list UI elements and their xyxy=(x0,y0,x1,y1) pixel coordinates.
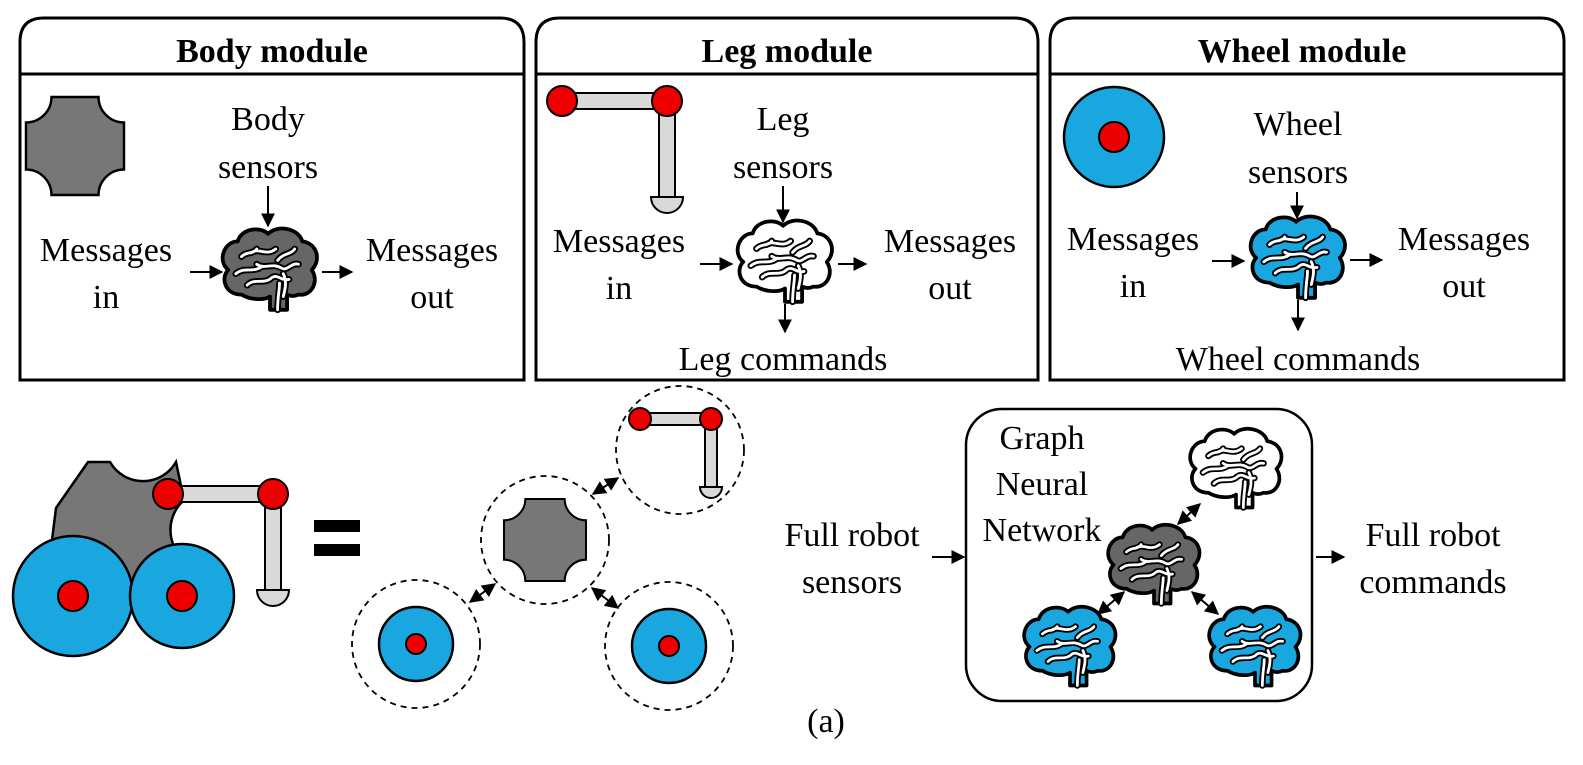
wheel-messages-in-1: Messages xyxy=(1067,221,1199,258)
arrow-icon xyxy=(468,583,497,603)
gnn-section: Full robot sensors Graph Neural Network … xyxy=(784,407,1507,703)
wheel-commands-label: Wheel commands xyxy=(1176,341,1421,378)
wheel-sensors-label-2: sensors xyxy=(1248,154,1348,191)
wheel-messages-out-2: out xyxy=(1442,268,1486,305)
arrow-icon xyxy=(1096,591,1126,615)
leg-module-title: Leg module xyxy=(702,33,873,70)
full-robot-commands-1: Full robot xyxy=(1365,517,1501,554)
body-messages-in-1: Messages xyxy=(40,232,172,269)
wheel-shape-icon xyxy=(1062,85,1166,189)
body-sensors-label-1: Body xyxy=(231,101,305,138)
body-shape-icon xyxy=(502,497,588,583)
leg-messages-out-2: out xyxy=(928,270,972,307)
body-messages-out-1: Messages xyxy=(366,232,498,269)
leg-shape-icon xyxy=(152,478,291,607)
equals-sign xyxy=(314,520,360,556)
leg-shape-icon xyxy=(628,407,724,499)
arrow-icon xyxy=(1176,503,1202,525)
wheel-messages-in-2: in xyxy=(1120,268,1146,305)
leg-messages-in-2: in xyxy=(606,270,632,307)
body-sensors-label-2: sensors xyxy=(218,149,318,186)
figure-caption: (a) xyxy=(807,703,845,740)
gnn-title-2: Neural xyxy=(996,466,1089,503)
wheel-module-title: Wheel module xyxy=(1198,33,1407,70)
arrow-icon xyxy=(591,477,620,495)
full-robot-commands-2: commands xyxy=(1359,564,1506,601)
body-module-title: Body module xyxy=(176,33,368,70)
assembled-robot xyxy=(11,458,291,658)
full-robot-sensors-1: Full robot xyxy=(784,517,920,554)
leg-sensors-label-1: Leg xyxy=(757,101,810,138)
leg-module-panel: Leg module Leg sensors Messages in Messa… xyxy=(534,16,1040,382)
arrow-icon xyxy=(1190,591,1220,615)
arrow-icon xyxy=(590,587,620,609)
body-messages-out-2: out xyxy=(410,279,454,316)
leg-shape-icon xyxy=(546,85,685,214)
leg-messages-in-1: Messages xyxy=(553,223,685,260)
leg-sensors-label-2: sensors xyxy=(733,149,833,186)
gnn-title-1: Graph xyxy=(1000,420,1085,457)
module-graph xyxy=(351,385,745,711)
gnn-title-3: Network xyxy=(983,512,1102,549)
wheel-sensors-label-1: Wheel xyxy=(1254,106,1343,143)
full-robot-sensors-2: sensors xyxy=(802,564,902,601)
wheel-messages-out-1: Messages xyxy=(1398,221,1530,258)
body-module-panel: Body module Body sensors Messages in Mes… xyxy=(18,16,526,382)
leg-messages-out-1: Messages xyxy=(884,223,1016,260)
body-messages-in-2: in xyxy=(93,279,119,316)
wheel-module-panel: Wheel module Wheel sensors Messages in M… xyxy=(1048,16,1566,382)
leg-commands-label: Leg commands xyxy=(679,341,888,378)
